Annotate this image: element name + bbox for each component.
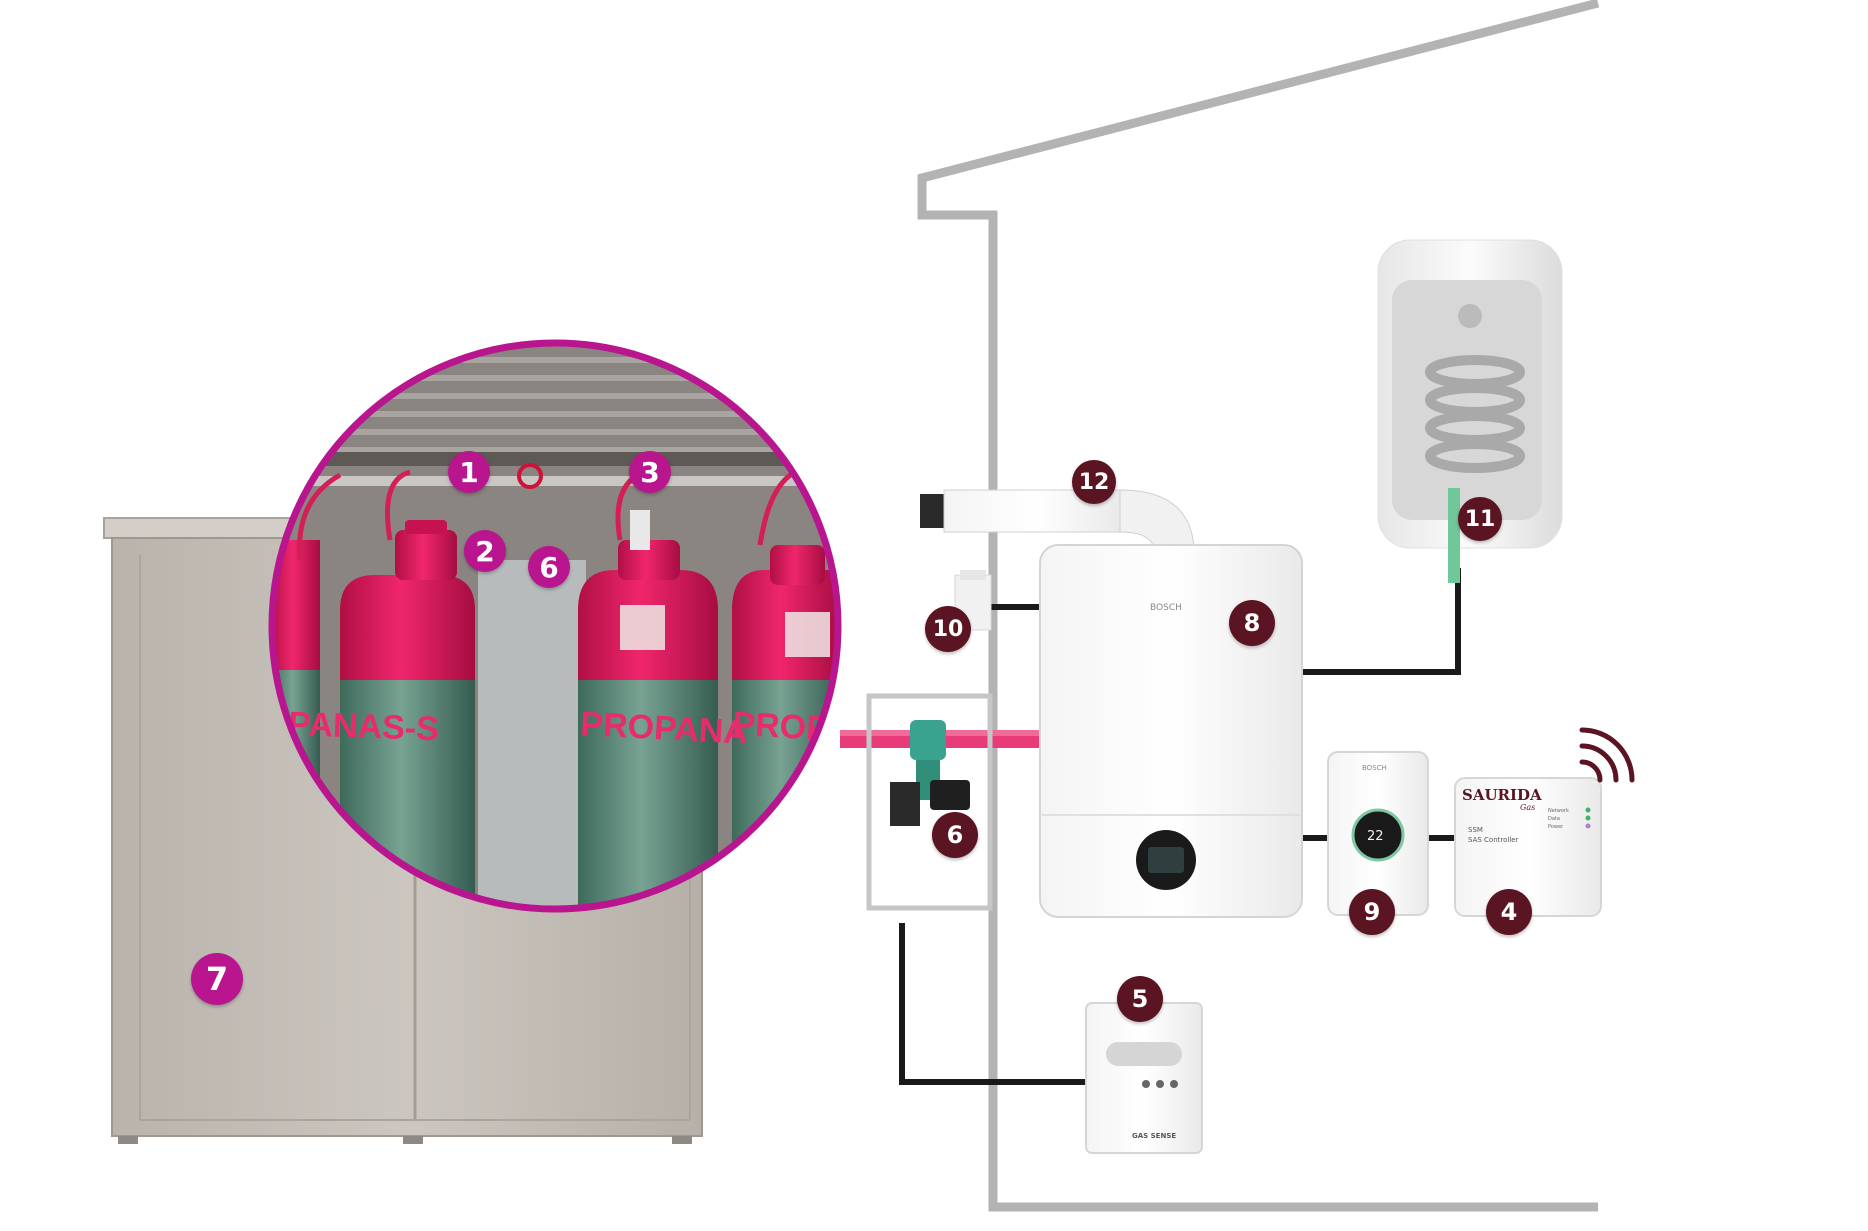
- badge-10-sensor: 10: [925, 606, 971, 652]
- badge-7-cabinet: 7: [191, 953, 243, 1005]
- controller-desc: SAS Controller: [1468, 836, 1519, 844]
- badge-2-cylinder-valve: 2: [464, 530, 506, 572]
- gas-cylinder-3: [578, 510, 718, 909]
- badge-5-gas-detector: 5: [1117, 976, 1163, 1022]
- flue-pipe: [920, 489, 1195, 549]
- badge-9-thermostat: 9: [1349, 889, 1395, 935]
- boiler-brand: BOSCH: [1150, 603, 1182, 613]
- connection-pipes: [899, 568, 1461, 1085]
- badge-1-regulator: 1: [448, 451, 490, 493]
- badge-11-water-heater: 11: [1458, 497, 1502, 541]
- thermostat-temp: 22: [1367, 829, 1384, 844]
- thermostat-brand: BOSCH: [1362, 764, 1387, 772]
- badge-8-boiler: 8: [1229, 600, 1275, 646]
- cylinder-label-mid: PROPANA: [580, 705, 749, 752]
- badge-4-controller: 4: [1486, 889, 1532, 935]
- water-heater-tank: [1377, 239, 1563, 583]
- badge-6-shutoff-valve: 6: [932, 812, 978, 858]
- cylinder-label-right: PROPA: [732, 705, 852, 749]
- controller-status-data: Data: [1548, 816, 1560, 822]
- badge-3-pigtail: 3: [629, 451, 671, 493]
- badge-12-flue: 12: [1072, 460, 1116, 504]
- shutoff-valve-assembly: [866, 693, 993, 911]
- controller-brand: SAURIDA: [1462, 786, 1542, 804]
- controller-sub: Gas: [1520, 803, 1535, 812]
- controller-status-power: Power: [1548, 824, 1564, 830]
- controller-model: SSM: [1468, 826, 1483, 834]
- badge-6-zoom-valve: 6: [528, 546, 570, 588]
- controller-status-network: Network: [1548, 808, 1569, 814]
- cylinder-label-left: PANAS-S: [288, 705, 440, 748]
- cylinder-zoom-view: PANAS-S PROPANA PROPA: [268, 339, 852, 913]
- gas-boiler: BOSCH: [1039, 544, 1303, 918]
- gas-cylinder-4: [732, 545, 838, 909]
- sas-controller: SAURIDA Gas SSM SAS Controller Network D…: [1454, 777, 1602, 917]
- gas-detector: GAS SENSE: [1085, 1002, 1203, 1154]
- house-outline: [917, 0, 1600, 1212]
- wireless-signal-icon: [1579, 727, 1635, 783]
- detector-brand: GAS SENSE: [1132, 1132, 1176, 1140]
